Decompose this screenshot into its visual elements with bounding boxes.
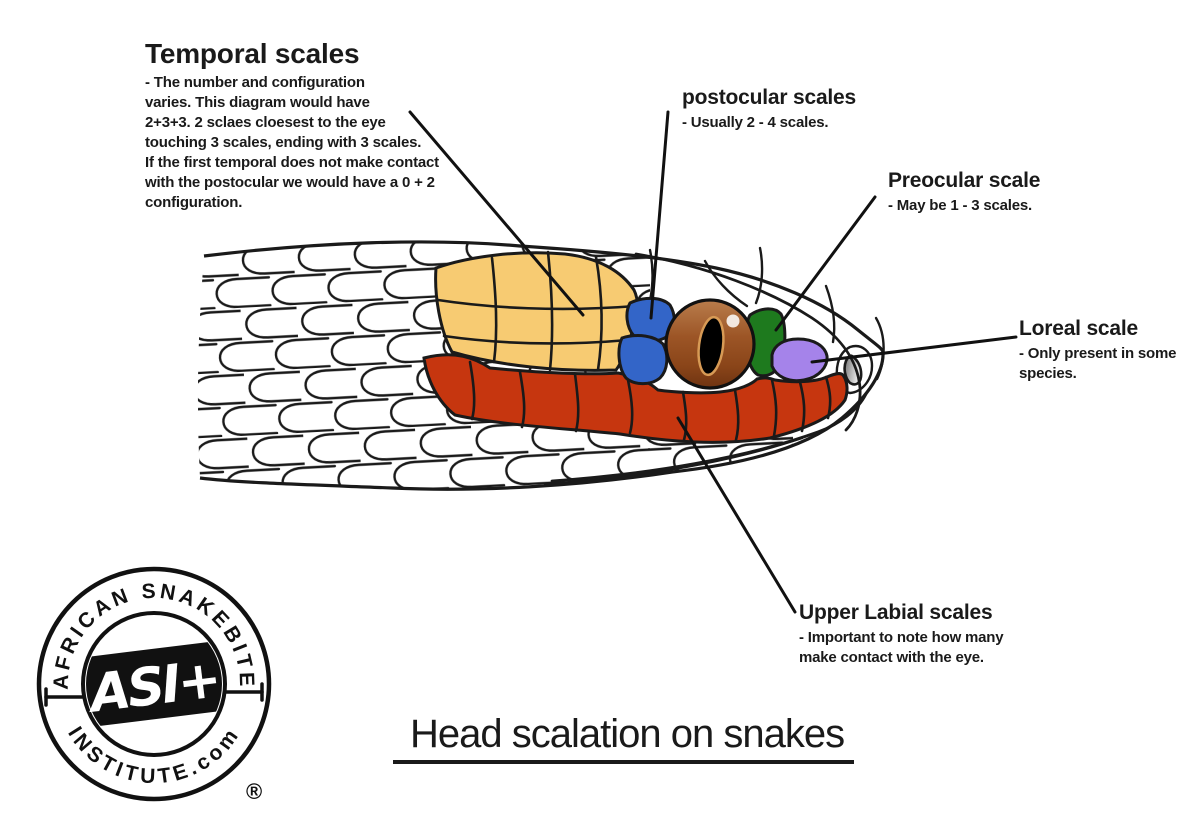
logo-registered-mark: ®	[246, 779, 262, 804]
preocular-body: - May be 1 - 3 scales.	[888, 197, 1033, 215]
leader-lines	[408, 110, 1018, 614]
label-temporal-scales: Temporal scales - The number and configu…	[145, 38, 490, 213]
preocular-title: Preocular scale	[888, 169, 1041, 192]
upper-labial-scales-region	[422, 353, 849, 444]
page-title: Head scalation on snakes	[410, 712, 845, 756]
temporal-body: - The number and configuration varies. T…	[145, 74, 439, 212]
postocular-title: postocular scales	[682, 86, 857, 109]
leader-line-temporal	[408, 110, 585, 317]
label-postocular-scales: postocular scales - Usually 2 - 4 scales…	[682, 86, 912, 133]
eye	[664, 298, 756, 390]
pupil	[697, 315, 725, 377]
logo-band	[86, 639, 222, 729]
upper-labial-body: - Important to note how many make contac…	[799, 629, 1004, 667]
postocular-body: - Usually 2 - 4 scales.	[682, 114, 829, 132]
temporal-title: Temporal scales	[145, 38, 360, 69]
loreal-title: Loreal scale	[1019, 317, 1139, 340]
leader-line-preocular	[774, 195, 877, 332]
postocular-scales-region	[617, 296, 676, 386]
eye-highlight	[726, 314, 740, 328]
loreal-scale-region	[770, 337, 829, 383]
asi-logo: ASI+ AFRICAN SNAKEBITE INSTITUTE.com ®	[36, 566, 272, 804]
temporal-scales-region	[434, 250, 639, 372]
leader-line-loreal	[810, 335, 1018, 364]
leader-line-postocular	[649, 110, 670, 320]
label-preocular-scale: Preocular scale - May be 1 - 3 scales.	[888, 169, 1108, 216]
upper-labial-title: Upper Labial scales	[799, 601, 993, 624]
logo-tick-marks	[44, 682, 264, 707]
leader-line-upper-labial	[676, 416, 797, 614]
label-loreal-scale: Loreal scale - Only present in some spec…	[1019, 317, 1189, 384]
loreal-body: - Only present in some species.	[1019, 345, 1177, 383]
label-upper-labial-scales: Upper Labial scales - Important to note …	[799, 601, 1039, 668]
title-underline	[393, 760, 854, 764]
